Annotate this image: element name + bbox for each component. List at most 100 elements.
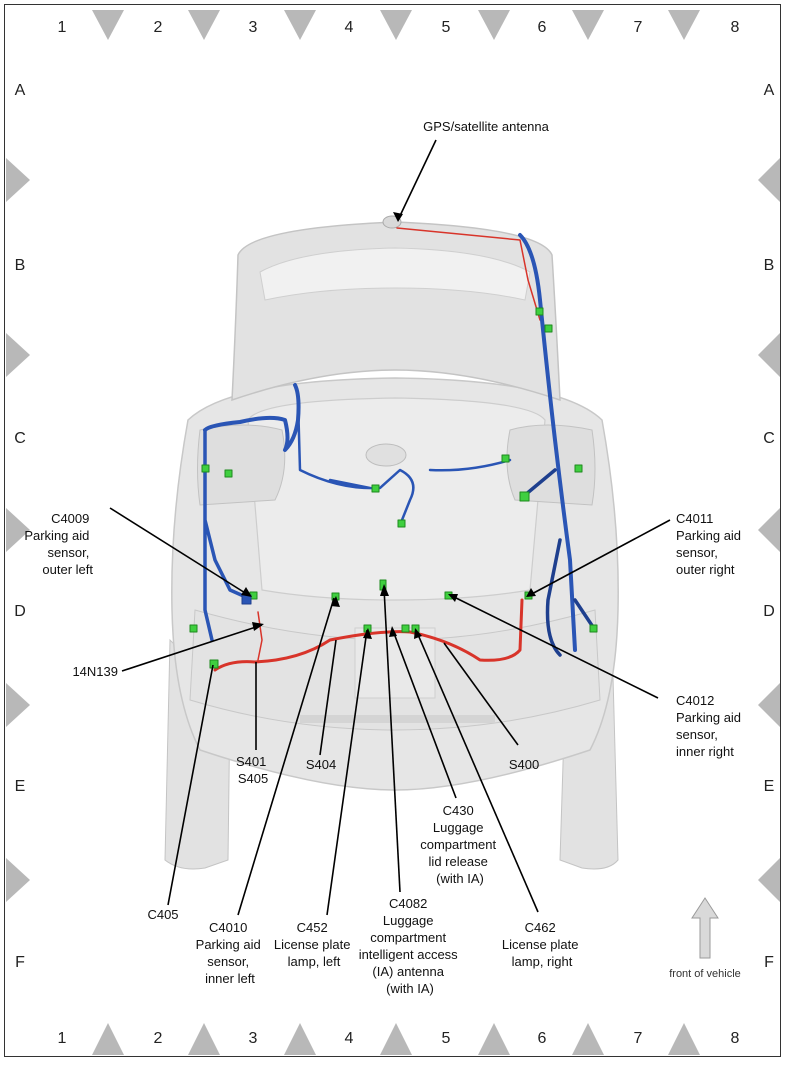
arrowhead xyxy=(363,628,372,639)
arrowhead xyxy=(393,212,403,222)
border-markers-top xyxy=(92,10,700,40)
row-label: C xyxy=(14,430,26,447)
col-label: 7 xyxy=(634,19,643,36)
front-of-vehicle-label: front of vehicle xyxy=(669,968,741,980)
col-label: 5 xyxy=(442,1030,451,1047)
row-label: D xyxy=(14,603,26,620)
license-plate-recess xyxy=(354,627,436,699)
harness-bumper xyxy=(213,598,524,672)
leader-c452 xyxy=(326,629,368,916)
row-label: F xyxy=(764,954,774,971)
border-markers-bottom xyxy=(92,1023,700,1055)
col-label: 4 xyxy=(345,1030,354,1047)
connector-c430 xyxy=(401,624,410,633)
connector xyxy=(189,624,198,633)
col-label: 8 xyxy=(731,19,740,36)
harness-right-main xyxy=(518,233,577,652)
col-label: 6 xyxy=(538,19,547,36)
border-triangle xyxy=(380,10,412,40)
leader-lines xyxy=(109,139,671,916)
label-14n139: 14N139 xyxy=(72,664,118,679)
label-s400: S400 xyxy=(509,757,539,772)
border-triangle xyxy=(284,10,316,40)
connector xyxy=(544,324,553,333)
rear-window xyxy=(259,247,531,301)
border-triangle xyxy=(6,683,30,727)
connector xyxy=(224,469,233,478)
connector xyxy=(501,454,510,463)
wiring-harness xyxy=(189,227,598,672)
leader-s404 xyxy=(319,639,337,756)
col-label: 2 xyxy=(154,1030,163,1047)
label-c452: C452 License plate lamp, left xyxy=(274,920,354,969)
label-c4009: C4009 Parking aid sensor, outer left xyxy=(24,511,93,577)
border-triangle xyxy=(478,1023,510,1055)
border-triangle xyxy=(758,333,780,377)
arrowhead xyxy=(331,596,340,607)
row-label: B xyxy=(15,257,26,274)
label-gps: GPS/satellite antenna xyxy=(423,119,550,134)
border-triangle xyxy=(6,858,30,902)
trunk-lid xyxy=(247,397,546,601)
arrowhead xyxy=(414,628,422,639)
connector xyxy=(535,307,544,316)
border-triangle xyxy=(92,1023,124,1055)
col-label: 6 xyxy=(538,1030,547,1047)
leader-c4009 xyxy=(109,507,251,597)
leader-c462 xyxy=(415,629,539,913)
border-triangle xyxy=(668,10,700,40)
row-label: A xyxy=(764,82,775,99)
leader-c4082 xyxy=(383,587,401,893)
harness-bumper-branch xyxy=(257,611,263,661)
border-triangle xyxy=(188,10,220,40)
leader-c4010 xyxy=(237,597,335,916)
border-triangle xyxy=(758,508,780,552)
vehicle-rear-view xyxy=(164,215,619,870)
arrowhead xyxy=(389,626,397,637)
connector xyxy=(397,519,406,528)
border-triangle xyxy=(758,683,780,727)
tail-light-left xyxy=(197,424,286,506)
tail-light-right xyxy=(506,424,596,506)
label-c462: C462 License plate lamp, right xyxy=(502,920,582,969)
col-label: 1 xyxy=(58,1030,67,1047)
row-label: E xyxy=(15,778,26,795)
label-c4082: C4082 Luggage compartment intelligent ac… xyxy=(359,896,462,996)
connector-c405 xyxy=(209,659,219,669)
row-label: A xyxy=(15,82,26,99)
col-label: 3 xyxy=(249,19,258,36)
callout-labels: GPS/satellite antenna C4009 Parking aid … xyxy=(24,119,745,996)
arrowhead xyxy=(448,594,458,602)
border-triangle xyxy=(6,333,30,377)
label-c4010: C4010 Parking aid sensor, inner left xyxy=(196,920,265,986)
leader-c4012 xyxy=(449,594,659,699)
col-label: 4 xyxy=(345,19,354,36)
leader-s400 xyxy=(443,642,519,746)
leader-gps xyxy=(397,139,437,221)
border-markers-side xyxy=(6,158,780,902)
grid-row-labels-left: A B C D E F xyxy=(14,82,26,971)
connector xyxy=(371,484,380,493)
emblem xyxy=(365,443,407,467)
col-label: 8 xyxy=(731,1030,740,1047)
connector xyxy=(201,464,210,473)
grid-column-labels-top: 1 2 3 4 5 6 7 8 xyxy=(58,19,740,36)
col-label: 7 xyxy=(634,1030,643,1047)
label-c4011: C4011 Parking aid sensor, outer right xyxy=(676,511,745,577)
border-triangle xyxy=(284,1023,316,1055)
grid-column-labels-bottom: 1 2 3 4 5 6 7 8 xyxy=(58,1030,740,1047)
border-triangle xyxy=(380,1023,412,1055)
border-triangle xyxy=(668,1023,700,1055)
row-label: B xyxy=(764,257,775,274)
col-label: 5 xyxy=(442,19,451,36)
leader-c405 xyxy=(167,664,214,906)
row-label: E xyxy=(764,778,775,795)
border-triangle xyxy=(758,158,780,202)
label-c405: C405 xyxy=(147,907,178,922)
border-triangle xyxy=(478,10,510,40)
front-of-vehicle-indicator: front of vehicle xyxy=(669,897,741,980)
label-c430: C430 Luggage compartment lid release (wi… xyxy=(420,803,500,886)
col-label: 3 xyxy=(249,1030,258,1047)
arrowhead xyxy=(241,587,252,597)
